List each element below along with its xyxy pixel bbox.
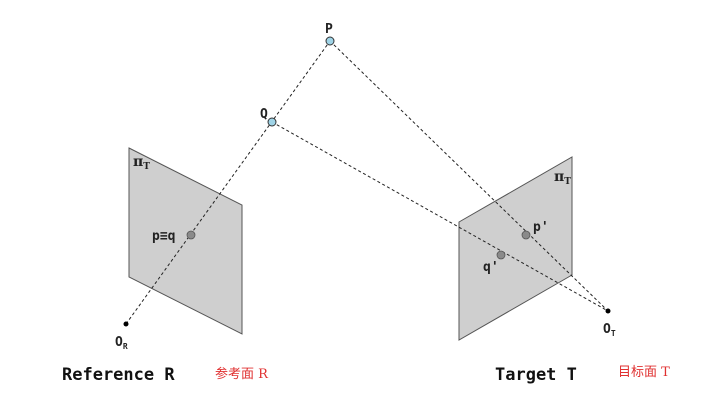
- caption-reference-cn: 参考面 R: [215, 366, 269, 382]
- label-target-plane: πT: [554, 169, 571, 187]
- label-P: P: [325, 22, 333, 37]
- point-p-equiv-q: [186, 230, 196, 240]
- point-P: [325, 36, 335, 46]
- label-Q: Q: [260, 107, 268, 122]
- label-q-prime: q': [483, 260, 499, 275]
- point-p-prime: [521, 230, 531, 240]
- label-p-equiv-q: p≡q: [152, 229, 175, 244]
- point-Q: [267, 117, 277, 127]
- target-plane: [458, 156, 573, 341]
- ray-P-to-target-origin: [329, 40, 609, 312]
- caption-target-cn: 目标面 T: [618, 365, 670, 380]
- caption-target: Target T: [495, 365, 577, 385]
- label-p-prime: p': [533, 220, 549, 235]
- label-reference-plane: πT: [133, 154, 150, 172]
- label-origin-target: OT: [603, 322, 616, 338]
- ray-Q-to-target-origin: [271, 121, 609, 312]
- origin-target: [605, 308, 611, 314]
- point-q-prime: [496, 250, 506, 260]
- caption-reference: Reference R: [62, 365, 175, 385]
- origin-reference: [123, 321, 129, 327]
- label-origin-reference: OR: [115, 335, 128, 351]
- reference-plane: [128, 147, 243, 335]
